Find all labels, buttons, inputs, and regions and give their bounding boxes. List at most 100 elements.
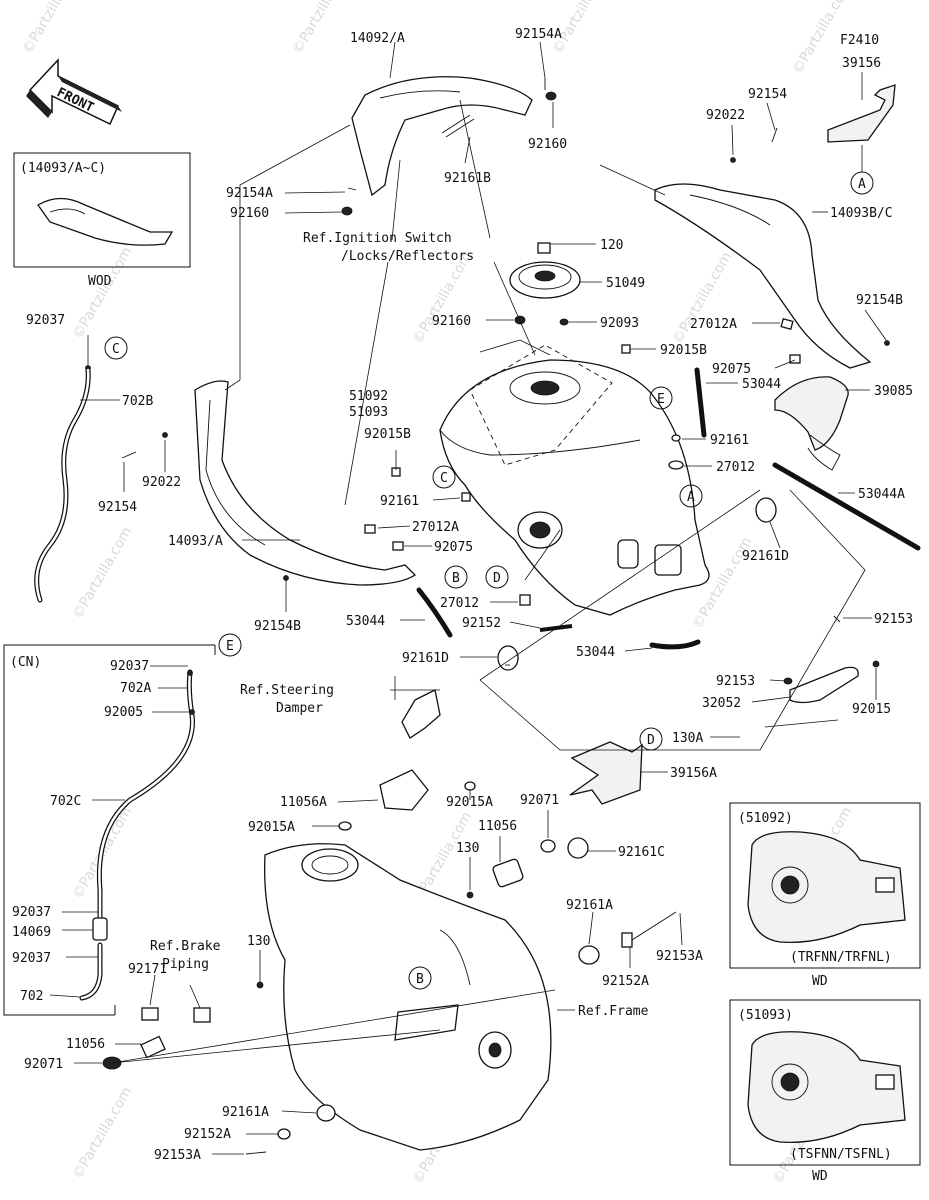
part-labels: 14092/A 92154A 92160 92161B 92154A 92160…: [12, 27, 913, 1163]
callout-e: [218, 633, 242, 657]
ref-ignition-line1: Ref.Ignition Switch: [303, 231, 452, 246]
part-label: 14093/A: [168, 534, 223, 549]
top-cover-14092a: [351, 76, 533, 197]
part-label: 53044: [576, 645, 615, 660]
part-label: 92015A: [446, 795, 493, 810]
part-label: 11056A: [280, 795, 327, 810]
part-label: 92015: [852, 702, 891, 717]
watermark: ©Partzilla.com: [20, 0, 86, 57]
callout-d-label: D: [493, 571, 501, 586]
part-label: 130: [247, 934, 270, 949]
part-label: 92022: [142, 475, 181, 490]
watermark: ©Partzilla.com: [670, 249, 736, 347]
callout-c: [432, 465, 456, 489]
frame-lower-tank: [264, 843, 552, 1151]
part-label: 92154A: [226, 186, 273, 201]
part-label: 92161A: [566, 898, 613, 913]
part-label: 92154B: [254, 619, 301, 634]
inset-51093-header: (51093): [738, 1008, 793, 1023]
callout-e-label: E: [226, 639, 234, 654]
part-label: 92005: [104, 705, 143, 720]
callout-e-label: E: [657, 392, 665, 407]
side-cover-wod-shape: [37, 197, 174, 246]
part-label: 702A: [120, 681, 151, 696]
part-label: 92037: [110, 659, 149, 674]
part-label: F2410: [840, 33, 879, 48]
side-cover-14093bc: [654, 183, 872, 369]
part-label: 92037: [12, 951, 51, 966]
inset-51093-footer1: (TSFNN/TSFNL): [790, 1147, 892, 1162]
part-label: 92037: [12, 905, 51, 920]
inset-cn: (CN): [3, 644, 216, 1016]
callout-c: [104, 336, 128, 360]
breather-valve: [92, 917, 108, 941]
part-label: 27012A: [412, 520, 459, 535]
part-label: 130A: [672, 731, 703, 746]
callout-c-label: C: [112, 342, 120, 357]
part-label: 92154A: [515, 27, 562, 42]
ref-frame-label: Ref.Frame: [578, 1004, 649, 1019]
part-label: 92037: [26, 313, 65, 328]
part-label: 53044A: [858, 487, 905, 502]
reference-labels: Ref.Ignition Switch /Locks/Reflectors Re…: [150, 231, 649, 1019]
part-label: 92171: [128, 962, 167, 977]
part-label: 92161C: [618, 845, 665, 860]
steering-damper-bracket: [401, 689, 441, 739]
part-label: 27012A: [690, 317, 737, 332]
watermark: ©Partzilla.com: [70, 244, 136, 342]
part-label: 92075: [712, 362, 751, 377]
part-label: 92161: [710, 433, 749, 448]
callout-a: [679, 484, 703, 508]
callout-circles: A A B B C C D D E E: [104, 171, 874, 990]
leader-lines: [49, 41, 887, 1155]
ref-brake-line2: Piping: [162, 957, 209, 972]
ref-brake-line1: Ref.Brake: [150, 939, 221, 954]
inset-tank-51093: (51093) (TSFNN/TSFNL) WD: [729, 999, 921, 1184]
part-label: 53044: [346, 614, 385, 629]
part-label: 702B: [122, 394, 153, 409]
callout-d-label: D: [647, 733, 655, 748]
part-label: 51093: [349, 405, 388, 420]
callout-a-label: A: [858, 177, 866, 192]
bracket-11056a: [379, 769, 429, 811]
knee-pad-39085: [774, 376, 849, 451]
fuel-cap-51049: [509, 242, 581, 299]
inset-51092-footer2: WD: [812, 974, 828, 989]
part-label: 92022: [706, 108, 745, 123]
part-label: 702C: [50, 794, 81, 809]
hardware-parts: [34, 78, 890, 1155]
side-cover-14093a: [194, 380, 417, 586]
part-label: 14092/A: [350, 31, 405, 46]
callout-a: [850, 171, 874, 195]
part-label: 92161B: [444, 171, 491, 186]
inset-51093-footer2: WD: [812, 1169, 828, 1184]
part-label: 92153: [874, 612, 913, 627]
inset-tank-51092: (51092) (TRFNN/TRFNL) WD: [729, 802, 921, 989]
ref-steering-line2: Damper: [276, 701, 323, 716]
part-label: 39156A: [670, 766, 717, 781]
part-label: 702: [20, 989, 43, 1004]
part-label: 27012: [440, 596, 479, 611]
part-label: 92160: [230, 206, 269, 221]
part-label: 11056: [66, 1037, 105, 1052]
part-label: 92154B: [856, 293, 903, 308]
part-label: 92160: [432, 314, 471, 329]
callout-c-label: C: [440, 471, 448, 486]
part-label: 92161D: [742, 549, 789, 564]
callout-e: [649, 386, 673, 410]
part-label: 39156: [842, 56, 881, 71]
part-label: 92071: [520, 793, 559, 808]
callout-b-label: B: [452, 571, 460, 586]
part-label: 32052: [702, 696, 741, 711]
inset-wod-header: (14093/A~C): [20, 161, 106, 176]
part-label: 92071: [24, 1057, 63, 1072]
part-label: 53044: [742, 377, 781, 392]
callout-d: [639, 727, 663, 751]
part-label: 92154: [98, 500, 137, 515]
watermark: ©Partzilla.com: [70, 1084, 136, 1182]
part-label: 92015B: [660, 343, 707, 358]
part-label: 92152A: [602, 974, 649, 989]
fuel-tank-main: [439, 344, 710, 616]
ref-steering-line1: Ref.Steering: [240, 683, 334, 698]
